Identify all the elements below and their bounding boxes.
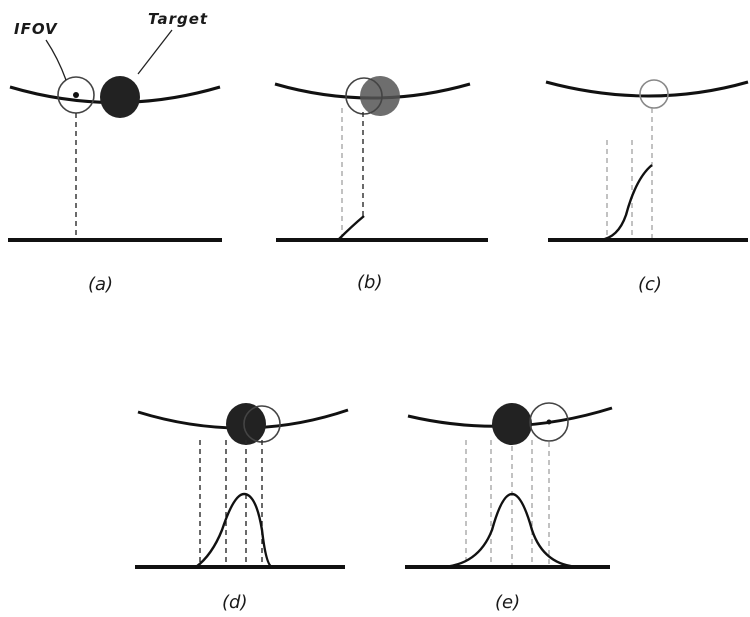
panel-label-a: (a) [88,274,113,295]
ifov-circle [345,77,383,115]
target-blob [100,76,140,118]
signal-curve [439,492,581,569]
target-callout-label: Target [148,10,208,28]
panel-label-b: (b) [357,272,382,293]
panel-label-c: (c) [638,274,662,295]
signal-curve [195,492,273,569]
ifov-circle [529,402,569,442]
ifov-circle [639,79,669,109]
panel-e: (e) [405,402,613,613]
target-blob [492,403,532,445]
panel-label-d: (d) [222,592,247,613]
signal-curve [337,215,365,241]
signal-curve [560,164,653,242]
ifov-leader-line [45,39,67,81]
ifov-callout-label: IFOV [14,20,58,38]
target-leader-line [137,29,173,75]
ifov-center-dot [73,92,79,98]
panel-a: IFOV Target (a) [8,10,222,295]
scan-arc [545,80,749,98]
panel-d: (d) [135,403,349,613]
target-blob [226,403,266,445]
panel-b: (b) [274,76,488,293]
panel-c: (c) [545,79,749,295]
panel-label-e: (e) [495,592,520,613]
ifov-center-dot [546,419,552,425]
target-blob [360,76,400,116]
